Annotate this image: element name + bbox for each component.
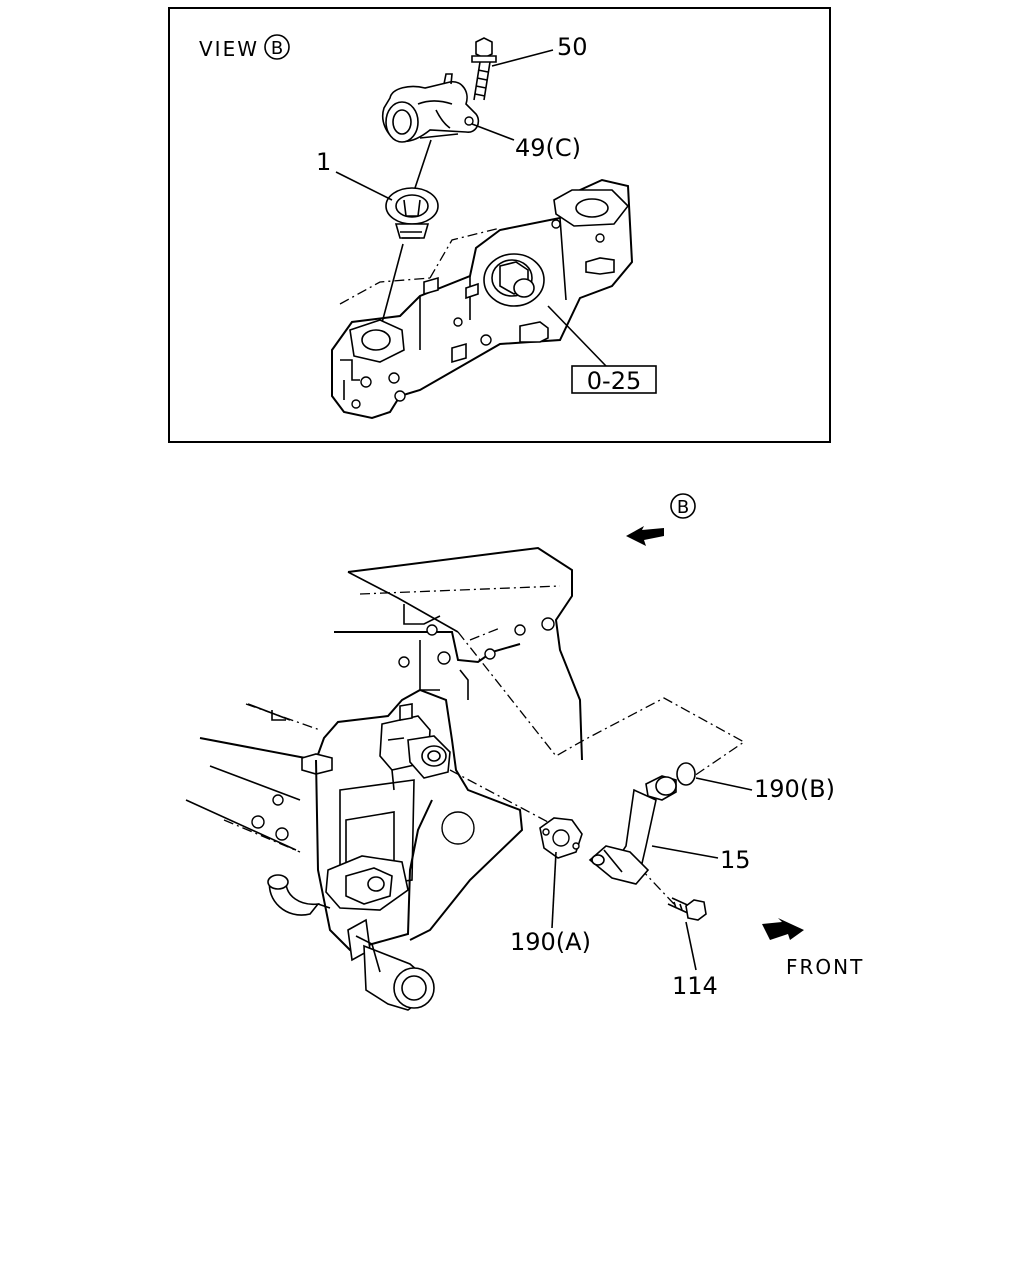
bolt-50-drawing — [471, 37, 497, 101]
front-arrow-icon — [762, 918, 804, 940]
leader-50 — [491, 49, 554, 67]
thermostat-housing-drawing — [382, 73, 480, 143]
gasket-190a-drawing — [539, 817, 583, 859]
bolt-114-drawing — [667, 897, 707, 921]
assembly-line-upper — [412, 139, 432, 195]
callout-49c: 49(C) — [515, 134, 581, 162]
view-title-circle-letter: B — [271, 38, 283, 59]
leader-0-25 — [547, 305, 607, 367]
callout-15: 15 — [720, 846, 751, 874]
thermostat-drawing — [385, 187, 439, 239]
callout-190a: 190(A) — [510, 928, 591, 956]
alignment-line-pipe — [639, 867, 675, 905]
front-label: FRONT — [786, 955, 864, 979]
view-b-marker-letter: B — [677, 497, 689, 518]
leader-114 — [685, 921, 697, 971]
callout-0-25: 0-25 — [587, 367, 641, 395]
callout-50: 50 — [557, 33, 588, 61]
engine-block-view-b — [331, 178, 634, 420]
leader-49c — [471, 123, 515, 141]
view-b-panel: VIEW B 50 49(C) — [168, 7, 831, 443]
water-pipe-15-drawing — [588, 775, 677, 885]
main-diagram: B — [185, 493, 864, 1011]
leader-1 — [335, 171, 393, 201]
callout-1: 1 — [316, 148, 331, 176]
view-b-marker: B — [670, 493, 696, 519]
leader-15 — [651, 845, 719, 859]
leader-190b — [695, 777, 753, 791]
o-ring-190b-drawing — [676, 762, 696, 786]
alignment-line-lower — [449, 769, 549, 823]
callout-190b: 190(B) — [754, 775, 835, 803]
leader-190a — [551, 851, 557, 929]
view-title-circle-marker: B — [264, 34, 290, 60]
alignment-line-upper — [457, 631, 746, 777]
view-title: VIEW — [199, 37, 259, 61]
callout-114: 114 — [672, 972, 718, 1000]
engine-block-main — [185, 546, 583, 1011]
view-panel-frame — [168, 7, 831, 443]
view-direction-arrow-icon — [626, 526, 664, 546]
reference-box-0-25: 0-25 — [571, 365, 657, 395]
